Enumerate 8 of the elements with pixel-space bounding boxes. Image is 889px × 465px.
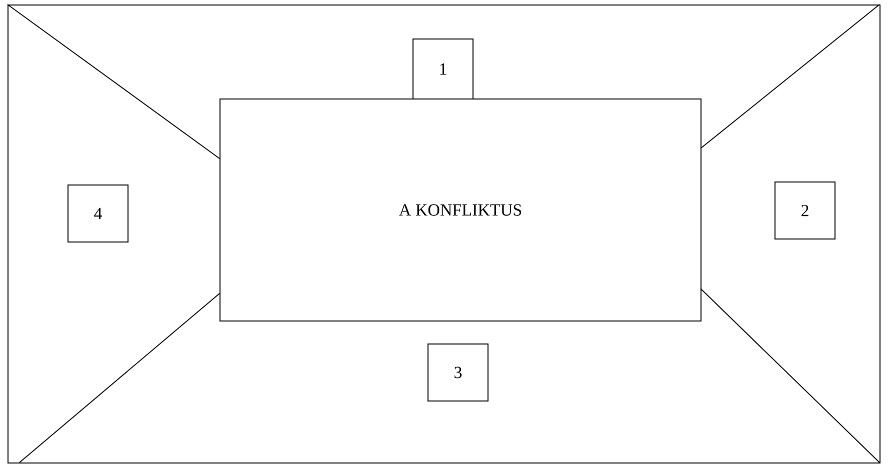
number-box: 2 — [774, 181, 836, 240]
diagonal-line — [700, 288, 880, 463]
number-box: 3 — [428, 343, 488, 402]
number-box: 4 — [68, 184, 128, 242]
center-box: A KONFLIKTUS — [220, 98, 702, 322]
diagonal-line — [19, 292, 220, 463]
frame-box — [8, 4, 880, 464]
number-box: 1 — [412, 38, 474, 100]
